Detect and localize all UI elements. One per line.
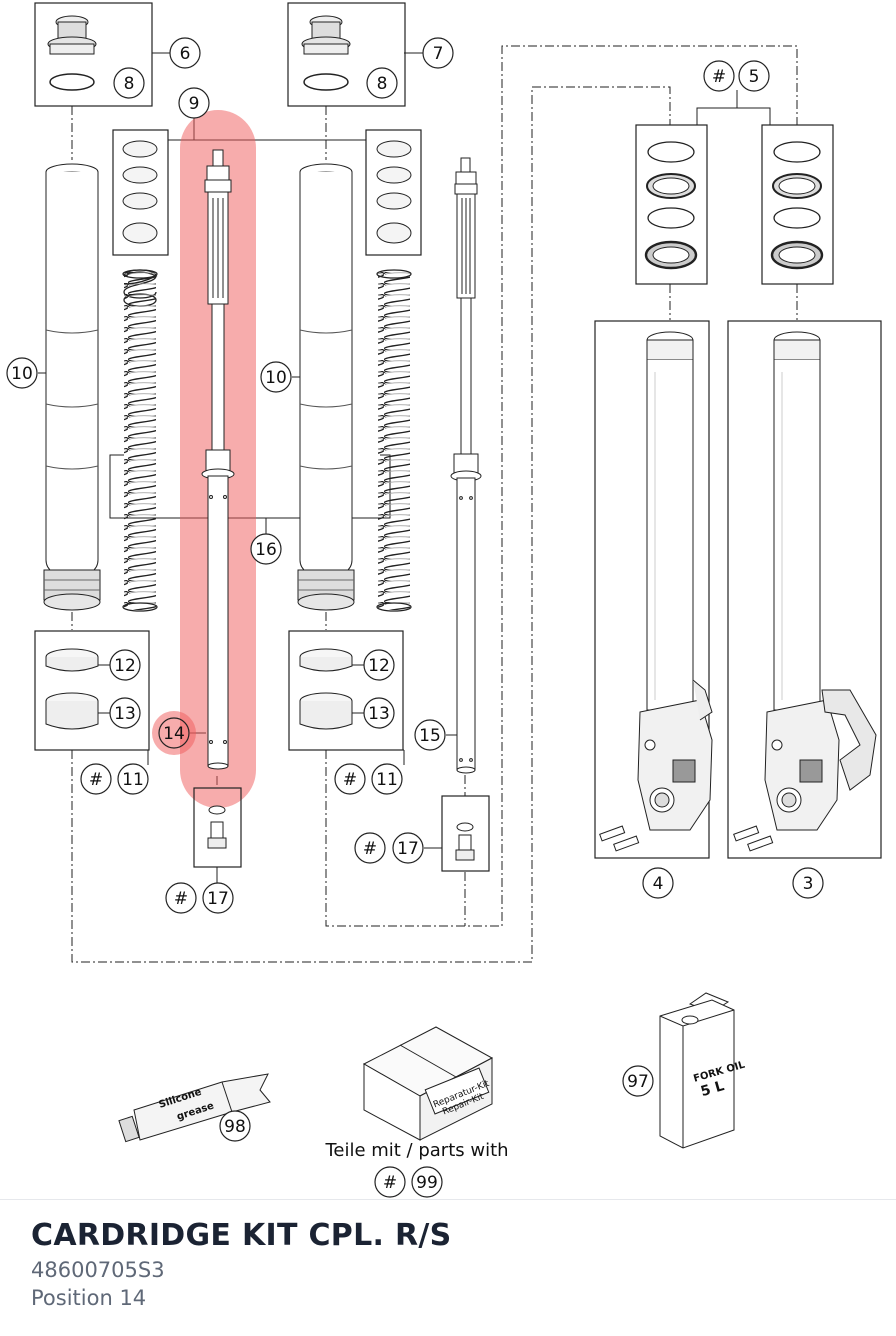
callout-11-right[interactable]	[371, 763, 403, 795]
label-5: 5	[749, 67, 760, 87]
callout-7[interactable]	[422, 37, 454, 69]
hash-11-left: #	[89, 770, 103, 790]
oil-label-line2: 5 L	[699, 1078, 726, 1100]
hash-99: #	[383, 1173, 397, 1193]
label-13-left: 13	[114, 704, 136, 724]
callout-13-left[interactable]	[109, 697, 141, 729]
label-17-right: 17	[397, 839, 419, 859]
label-17-left: 17	[207, 889, 229, 909]
outer-tube-left	[43, 163, 101, 611]
label-10-left: 10	[11, 364, 33, 384]
bushing-box-right	[288, 630, 404, 751]
callout-17-right[interactable]	[392, 832, 424, 864]
callout-17-left-hash	[165, 882, 197, 914]
hash-5: #	[712, 67, 726, 87]
fork-oil-canister: FORK OIL 5 L	[659, 992, 747, 1149]
fork-leg-left	[594, 320, 713, 859]
callout-3[interactable]	[792, 867, 824, 899]
hash-17-left: #	[174, 889, 188, 909]
part-info-footer: CARDRIDGE KIT CPL. R/S 48600705S3 Positi…	[0, 1199, 896, 1336]
label-12-left: 12	[114, 656, 136, 676]
callout-6[interactable]	[169, 37, 201, 69]
parts-note: Teile mit / parts with	[324, 1140, 508, 1161]
fork-cap-left-assembly	[34, 2, 153, 107]
hash-11-right: #	[343, 770, 357, 790]
label-98: 98	[224, 1117, 246, 1137]
seal-kit-box-left	[635, 124, 708, 285]
label-4: 4	[653, 874, 664, 894]
fork-cap-right-assembly	[287, 2, 406, 107]
exploded-parts-diagram: Silicone grease Reparatur-Kit Repair-Kit…	[6, 2, 882, 1198]
outer-tube-right	[297, 163, 355, 611]
label-6: 6	[180, 44, 191, 64]
label-14: 14	[163, 724, 185, 744]
label-13-right: 13	[368, 704, 390, 724]
connector-lines	[71, 45, 798, 963]
callout-99[interactable]	[411, 1166, 443, 1198]
callout-11-left-hash	[80, 763, 112, 795]
callout-bubbles	[6, 37, 824, 1198]
callout-98[interactable]	[219, 1110, 251, 1142]
callout-13-right[interactable]	[363, 697, 395, 729]
callout-4[interactable]	[642, 867, 674, 899]
seal-kit-box-right	[761, 124, 834, 285]
label-8-left: 8	[124, 74, 135, 94]
part-title: CARDRIDGE KIT CPL. R/S	[31, 1218, 452, 1253]
callout-12-right[interactable]	[363, 649, 395, 681]
label-15: 15	[419, 726, 441, 746]
callout-14[interactable]	[158, 717, 190, 749]
callout-16[interactable]	[250, 533, 282, 565]
cartridge-right	[450, 157, 482, 774]
callout-11-left[interactable]	[117, 763, 149, 795]
label-11-left: 11	[122, 770, 144, 790]
fork-leg-right	[727, 320, 882, 859]
hash-17-right: #	[363, 839, 377, 859]
callout-99-hash	[374, 1166, 406, 1198]
callout-17-right-hash	[354, 832, 386, 864]
label-7: 7	[433, 44, 444, 64]
label-99: 99	[416, 1173, 438, 1193]
callout-9[interactable]	[178, 87, 210, 119]
callout-5-hash	[703, 60, 735, 92]
label-9: 9	[189, 94, 200, 114]
callout-17-left[interactable]	[202, 882, 234, 914]
bushing-box-left	[34, 630, 150, 751]
callout-11-right-hash	[334, 763, 366, 795]
callout-labels: 6 7 8 8 9 # 5 10 10 16 12 13 12 13 14 15…	[11, 44, 813, 1193]
callout-10-left[interactable]	[6, 357, 38, 389]
label-8-right: 8	[377, 74, 388, 94]
callout-15[interactable]	[414, 719, 446, 751]
label-97: 97	[627, 1072, 649, 1092]
washer-stack-left	[112, 129, 169, 256]
spring-left	[122, 269, 158, 612]
label-10-right: 10	[265, 368, 287, 388]
label-11-right: 11	[376, 770, 398, 790]
cartridge-left	[201, 149, 235, 770]
spring-right	[376, 269, 412, 612]
label-12-right: 12	[368, 656, 390, 676]
label-3: 3	[803, 874, 814, 894]
callout-8-left[interactable]	[113, 67, 145, 99]
part-position: Position 14	[31, 1286, 147, 1310]
callout-97[interactable]	[622, 1065, 654, 1097]
callout-5[interactable]	[738, 60, 770, 92]
label-16: 16	[255, 540, 277, 560]
callout-10-right[interactable]	[260, 361, 292, 393]
callout-12-left[interactable]	[109, 649, 141, 681]
callout-8-right[interactable]	[366, 67, 398, 99]
repair-kit-box: Reparatur-Kit Repair-Kit	[362, 1026, 494, 1141]
bolt-box-left	[193, 787, 242, 868]
bolt-box-right	[441, 795, 490, 872]
washer-stack-right	[365, 129, 422, 256]
part-number: 48600705S3	[31, 1258, 165, 1282]
